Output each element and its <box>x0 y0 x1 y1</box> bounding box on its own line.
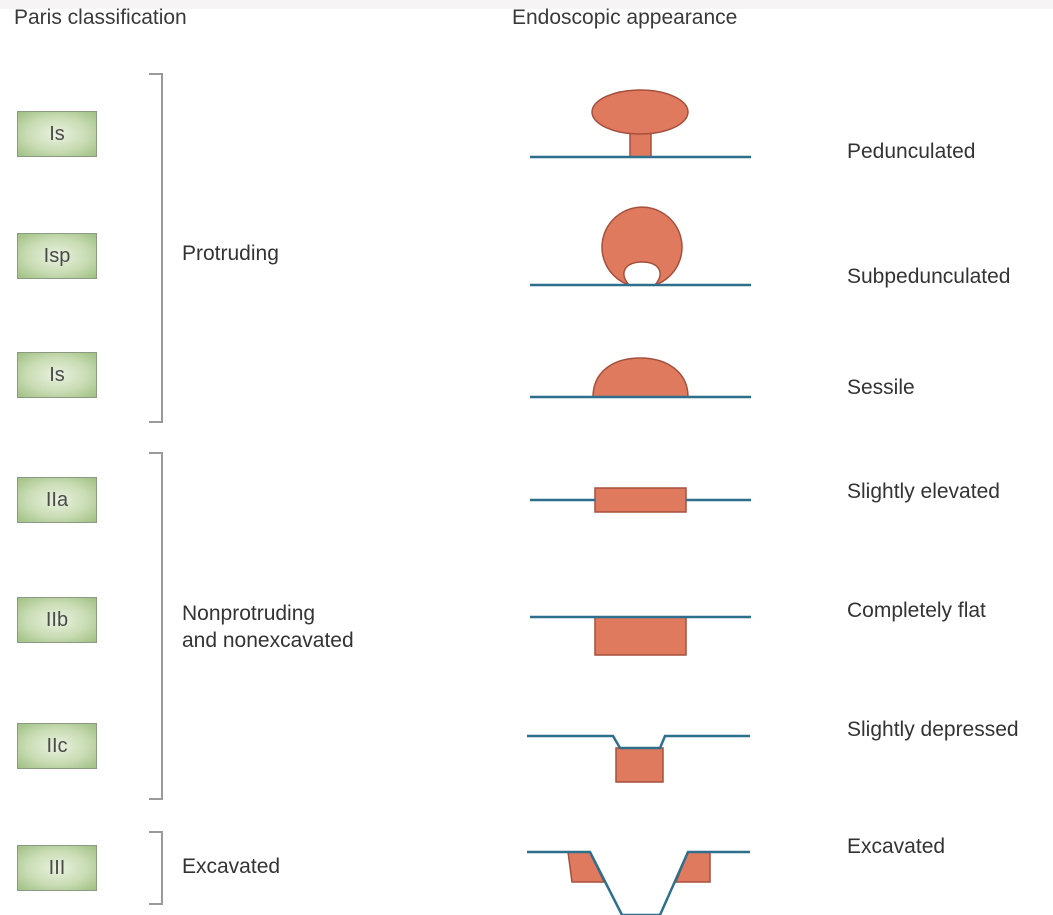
description-completely-flat: Completely flat <box>847 599 986 622</box>
excavated-lesion-shape <box>527 850 750 915</box>
description-sessile: Sessile <box>847 376 915 399</box>
group-label-protruding: Protruding <box>182 242 279 265</box>
header-paris-classification: Paris classification <box>14 6 187 29</box>
badge-is-pedunculated: Is <box>17 111 97 157</box>
badge-iia: IIa <box>17 477 97 523</box>
flat-lesion-shape <box>530 615 751 656</box>
badge-is-sessile: Is <box>17 352 97 398</box>
badge-iic: IIc <box>17 723 97 769</box>
bracket-nonprotruding <box>149 452 163 800</box>
description-slightly-depressed: Slightly depressed <box>847 718 1019 741</box>
description-subpedunculated: Subpedunculated <box>847 265 1011 288</box>
bracket-excavated <box>149 831 163 905</box>
badge-iii: III <box>17 845 97 891</box>
description-pedunculated: Pedunculated <box>847 140 976 163</box>
group-label-nonprotruding-line1: Nonprotruding <box>182 602 316 625</box>
description-slightly-elevated: Slightly elevated <box>847 480 1000 503</box>
header-endoscopic-appearance: Endoscopic appearance <box>512 6 738 29</box>
top-strip <box>0 0 1053 9</box>
sessile-polyp-shape <box>530 357 751 399</box>
group-label-excavated: Excavated <box>182 855 281 878</box>
subpedunculated-polyp-shape <box>530 206 751 287</box>
badge-iib: IIb <box>17 597 97 643</box>
pedunculated-polyp-shape <box>530 89 751 159</box>
bracket-protruding <box>149 73 163 423</box>
badge-isp: Isp <box>17 233 97 279</box>
group-label-nonprotruding-line2: and nonexcavated <box>182 629 354 652</box>
description-excavated: Excavated <box>847 835 946 858</box>
slightly-elevated-lesion-shape <box>530 487 751 513</box>
depressed-lesion-shape <box>527 734 750 783</box>
